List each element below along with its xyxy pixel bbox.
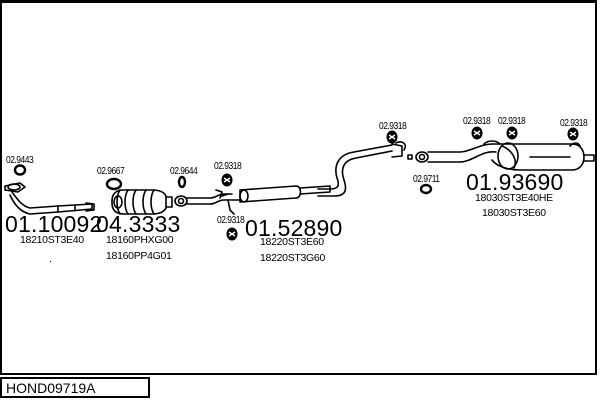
front-pipe-drawing xyxy=(4,182,95,215)
oem-ref-centre-silencer-2: 18220ST3G60 xyxy=(260,252,326,264)
oem-ref-catalyst-2: 18160PP4G01 xyxy=(106,250,172,262)
oem-ref-catalyst-1: 18160PHXG00 xyxy=(106,234,174,246)
gasket-icon xyxy=(105,177,123,191)
part-number-centre-silencer: 01.52890 xyxy=(245,215,343,241)
part-number-rear-silencer: 01.93690 xyxy=(466,169,564,195)
oem-ref-rear-silencer-2: 18030ST3E60 xyxy=(482,207,546,219)
hanger-icon xyxy=(567,127,579,141)
fitting-label-hanger-joint: 02.9318 xyxy=(379,121,407,132)
fitting-label-gasket-cat-front: 02.9667 xyxy=(97,166,125,177)
catalyst-drawing xyxy=(111,189,188,215)
gasket-icon xyxy=(177,175,187,189)
diagram-title: HOND09719A xyxy=(0,377,150,398)
hanger-icon xyxy=(506,126,518,140)
part-number-front-pipe: 01.10092 xyxy=(5,211,103,237)
diagram-frame xyxy=(0,0,597,375)
hanger-icon xyxy=(221,173,233,187)
intermediate-pipe-drawing xyxy=(317,141,429,197)
fitting-label-gasket-rear: 02.9711 xyxy=(413,174,440,185)
fitting-label-gasket-front: 02.9443 xyxy=(6,155,34,166)
rear-silencer-drawing xyxy=(427,140,595,171)
oem-ref-centre-silencer-1: 18220ST3E60 xyxy=(260,236,324,248)
centre-silencer-drawing xyxy=(185,185,331,215)
hanger-icon xyxy=(386,130,398,144)
fitting-label-hanger-rear-1: 02.9318 xyxy=(463,116,491,127)
oem-note-front-pipe: . xyxy=(49,253,52,265)
hanger-icon xyxy=(226,227,238,241)
gasket-icon xyxy=(13,164,27,176)
oem-ref-rear-silencer-1: 18030ST3E40HE xyxy=(475,192,553,204)
fitting-label-hanger-rear-2: 02.9318 xyxy=(498,116,526,127)
fitting-label-gasket-cat-rear: 02.9644 xyxy=(170,166,198,177)
fitting-label-hanger-mid-lower: 02.9318 xyxy=(217,215,245,226)
oem-ref-front-pipe: 18210ST3E40 xyxy=(20,234,84,246)
hanger-icon xyxy=(471,126,483,140)
fitting-label-hanger-mid-upper: 02.9318 xyxy=(214,161,242,172)
part-number-catalyst: 04.3333 xyxy=(96,211,181,237)
gasket-icon xyxy=(419,183,433,195)
fitting-label-hanger-tail: 02.9318 xyxy=(560,118,588,129)
